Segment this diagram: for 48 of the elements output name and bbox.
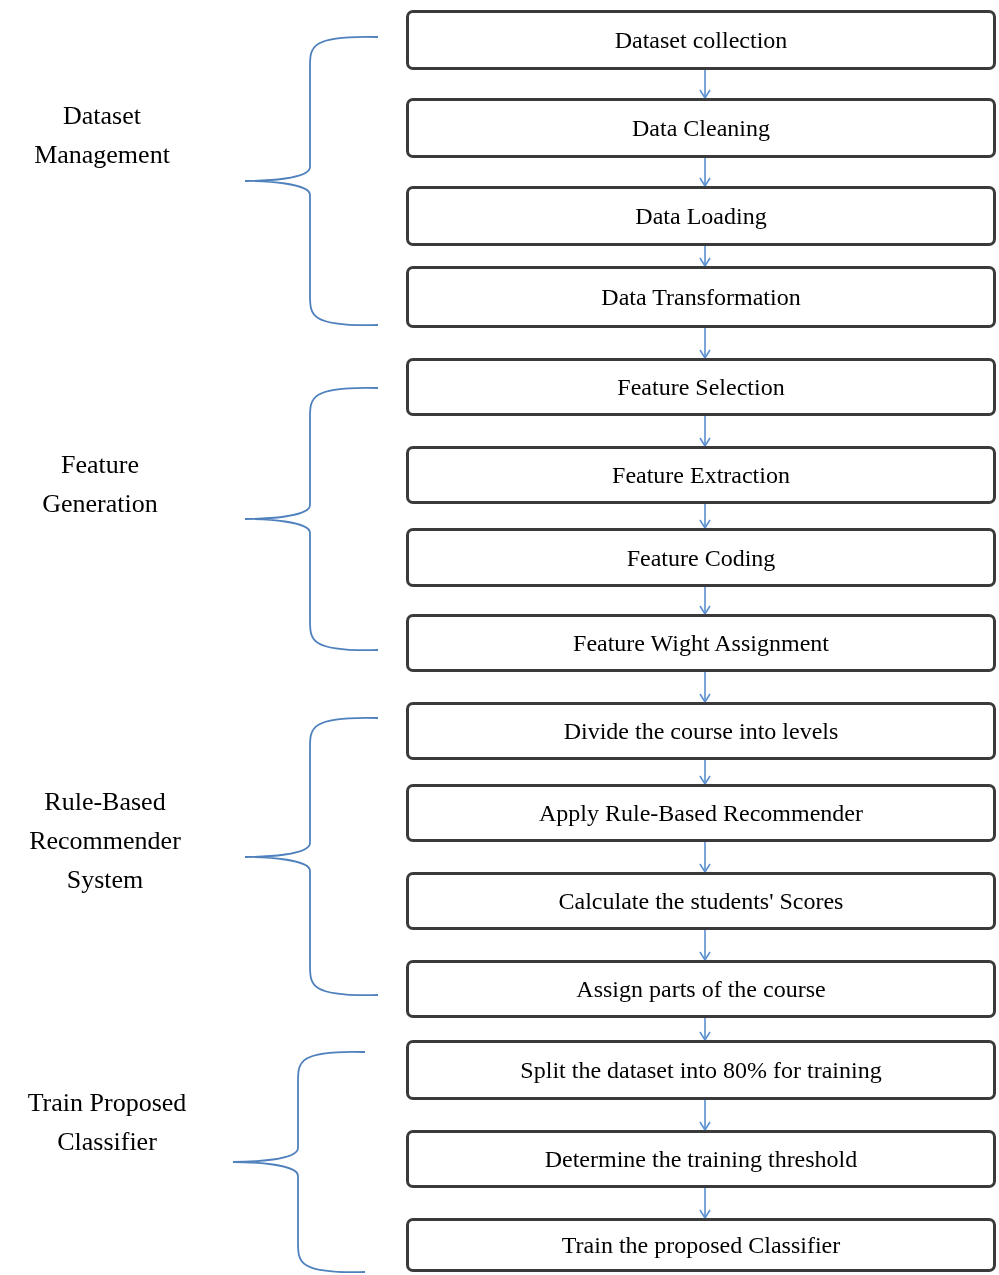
process-box — [406, 98, 996, 158]
group-label: Rule-Based Recommender System — [28, 786, 182, 896]
arrow — [699, 586, 711, 615]
group-label: Train Proposed Classifier — [26, 1087, 188, 1158]
process-box — [406, 1040, 996, 1100]
arrow — [699, 503, 711, 529]
arrow — [699, 327, 711, 359]
process-box — [406, 960, 996, 1018]
step-text: Feature Extraction — [612, 461, 790, 490]
step-text: Divide the course into levels — [563, 717, 839, 746]
arrow — [699, 1187, 711, 1219]
step-text: Split the dataset into 80% for training — [520, 1056, 882, 1085]
step-text: Determine the training threshold — [544, 1145, 858, 1174]
arrow — [699, 245, 711, 267]
arrow — [699, 1099, 711, 1131]
arrow — [699, 759, 711, 785]
process-box — [406, 702, 996, 760]
step-text: Apply Rule-Based Recommender — [539, 799, 863, 828]
process-box — [406, 1218, 996, 1272]
process-box — [406, 784, 996, 842]
arrow — [699, 157, 711, 187]
process-box — [406, 528, 996, 587]
process-box — [406, 872, 996, 930]
step-text: Data Loading — [635, 202, 767, 231]
process-box — [406, 614, 996, 672]
step-text: Data Cleaning — [632, 114, 770, 143]
step-text: Assign parts of the course — [576, 975, 826, 1004]
process-box — [406, 1130, 996, 1188]
arrow — [699, 415, 711, 447]
arrow — [699, 841, 711, 873]
step-text: Calculate the students' Scores — [558, 887, 844, 916]
process-box — [406, 358, 996, 416]
arrow — [699, 929, 711, 961]
process-box — [406, 266, 996, 328]
group-label: Feature Generation — [41, 449, 159, 520]
step-text: Feature Coding — [626, 543, 776, 573]
step-text: Feature Wight Assignment — [573, 629, 829, 658]
arrow — [699, 671, 711, 703]
arrow — [699, 1017, 711, 1041]
process-box — [406, 186, 996, 246]
step-text: Data Transformation — [601, 283, 801, 312]
process-box — [406, 446, 996, 504]
step-text: Dataset collection — [614, 26, 788, 55]
arrow — [699, 69, 711, 99]
step-text: Train the proposed Classifier — [561, 1231, 841, 1260]
process-box — [406, 10, 996, 70]
group-label: Dataset Management — [33, 100, 171, 171]
step-text: Feature Selection — [617, 373, 785, 402]
